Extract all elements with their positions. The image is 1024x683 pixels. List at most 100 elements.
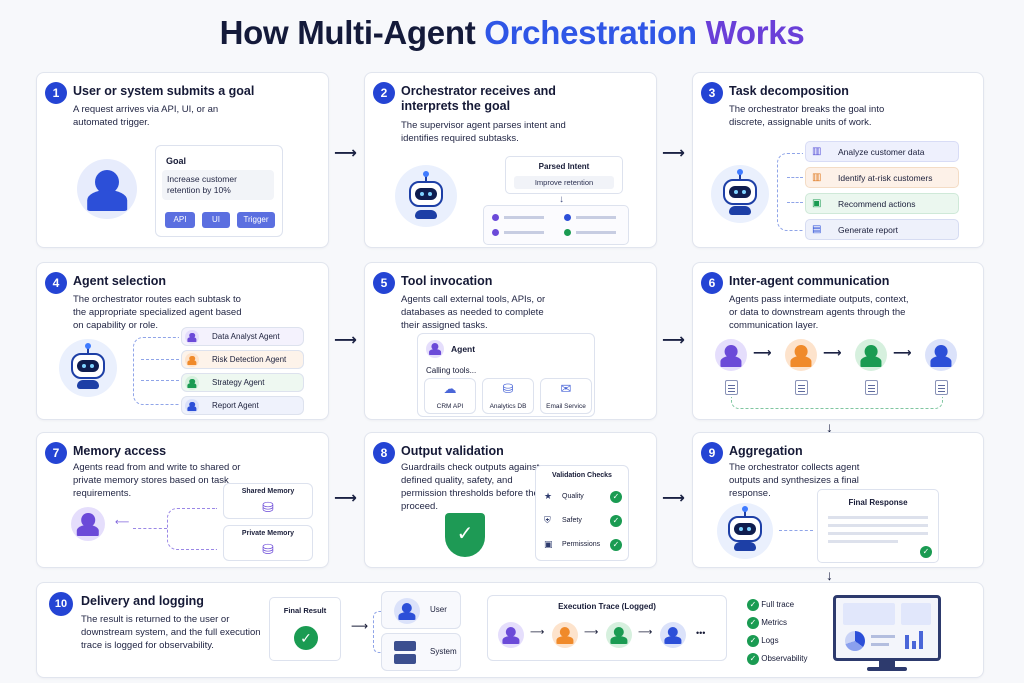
log-item: ✓ Metrics xyxy=(747,617,787,629)
step-title: Agent selection xyxy=(73,274,167,288)
document-icon xyxy=(935,380,948,395)
step-number: 2 xyxy=(373,82,395,104)
agent-avatar-icon xyxy=(715,339,747,371)
arrow-right-icon: ⟶ xyxy=(351,619,369,633)
calling-tools-text: Calling tools... xyxy=(426,366,477,375)
orchestrator-robot-icon xyxy=(59,339,117,397)
private-memory-store[interactable]: Private Memory ⛁ xyxy=(223,525,313,561)
execution-trace-panel: Execution Trace (Logged) ⟶ ⟶ ⟶ ••• xyxy=(487,595,727,661)
step-card-8: 8 Output validation Guardrails check out… xyxy=(364,432,657,568)
check-icon: ✓ xyxy=(747,599,759,611)
step-card-1: 1 User or system submits a goal A reques… xyxy=(36,72,329,248)
tool-panel: Agent Calling tools... ☁ CRM API ⛁ Analy… xyxy=(417,333,595,417)
user-avatar-icon xyxy=(77,159,137,219)
document-icon xyxy=(725,380,738,395)
task-label: Analyze customer data xyxy=(838,147,925,157)
step-number: 9 xyxy=(701,442,723,464)
flow-arrow-icon: ⟶ xyxy=(334,490,357,507)
down-arrow-icon: ↓ xyxy=(826,567,833,583)
step-description: Agents pass intermediate outputs, contex… xyxy=(729,294,909,331)
parsed-intent-value: Improve retention xyxy=(514,176,614,189)
step-title: Delivery and logging xyxy=(81,594,204,608)
agent-avatar-icon xyxy=(498,622,524,648)
memory-label: Shared Memory xyxy=(241,488,295,495)
subtask-grid xyxy=(483,205,629,245)
agent-avatar-icon xyxy=(426,340,444,358)
shared-memory-store[interactable]: Shared Memory ⛁ xyxy=(223,483,313,519)
step-title: User or system submits a goal xyxy=(73,84,255,98)
star-icon: ★ xyxy=(544,491,553,501)
orchestrator-robot-icon xyxy=(395,165,457,227)
check-icon: ✓ xyxy=(610,491,622,503)
check-icon: ✓ xyxy=(610,515,622,527)
check-icon: ✓ xyxy=(747,653,759,665)
task-item: ▤ Generate report xyxy=(805,219,959,240)
down-arrow-icon: ↓ xyxy=(559,194,564,205)
document-icon xyxy=(865,380,878,395)
step-description: Agents read from and write to shared or … xyxy=(73,462,241,499)
step-card-2: 2 Orchestrator receives and interprets t… xyxy=(364,72,657,248)
agent-item[interactable]: Risk Detection Agent xyxy=(181,350,304,369)
check-label: Quality xyxy=(562,493,584,500)
step-description: The orchestrator collects agent outputs … xyxy=(729,462,860,499)
ui-button[interactable]: UI xyxy=(202,212,230,228)
final-result-label: Final Result xyxy=(283,606,327,615)
task-label: Identify at-risk customers xyxy=(838,173,933,183)
agent-avatar-icon xyxy=(185,330,199,344)
down-arrow-icon: ↓ xyxy=(826,419,833,435)
step-description: The result is returned to the user or do… xyxy=(81,614,261,651)
orchestrator-robot-icon xyxy=(717,503,773,559)
orchestrator-robot-icon xyxy=(711,165,769,223)
step-number: 10 xyxy=(49,592,73,616)
agent-label: Risk Detection Agent xyxy=(212,355,287,364)
agent-avatar-icon xyxy=(185,376,199,390)
title-part-1: How Multi-Agent xyxy=(219,14,485,51)
final-result-panel: Final Result ✓ xyxy=(269,597,341,661)
api-button[interactable]: API xyxy=(165,212,195,228)
agent-item[interactable]: Data Analyst Agent xyxy=(181,327,304,346)
flow-arrow-icon: ⟶ xyxy=(334,145,357,162)
title-part-3: Works xyxy=(705,14,805,51)
trace-label: Execution Trace (Logged) xyxy=(558,602,656,611)
step-description: Guardrails check outputs against defined… xyxy=(401,462,544,512)
goal-panel: Goal Increase customer retention by 10% … xyxy=(155,145,283,237)
delivery-target-system[interactable]: System xyxy=(381,633,461,671)
agent-avatar-icon xyxy=(185,353,199,367)
trigger-button[interactable]: Trigger xyxy=(237,212,275,228)
arrow-right-icon: ⟶ xyxy=(753,345,772,360)
step-title: Inter-agent communication xyxy=(729,274,890,288)
step-title: Memory access xyxy=(73,444,167,458)
arrow-right-icon: ⟶ xyxy=(823,345,842,360)
step-card-5: 5 Tool invocation Agents call external t… xyxy=(364,262,657,420)
delivery-target-user[interactable]: User xyxy=(381,591,461,629)
check-icon: ✓ xyxy=(747,635,759,647)
agent-avatar-icon xyxy=(925,339,957,371)
shield-icon: ⛨ xyxy=(544,515,551,525)
target-label: System xyxy=(430,647,457,656)
goal-label: Goal xyxy=(166,156,187,166)
agent-avatar-icon xyxy=(855,339,887,371)
tool-email-service[interactable]: ✉ Email Service xyxy=(540,378,592,414)
log-label: Full trace xyxy=(761,600,795,609)
step-description: The orchestrator breaks the goal into di… xyxy=(729,104,885,128)
step-card-10: 10 Delivery and logging The result is re… xyxy=(36,582,984,678)
step-card-3: 3 Task decomposition The orchestrator br… xyxy=(692,72,984,248)
arrow-right-icon: ⟶ xyxy=(530,627,545,638)
database-icon: ⛁ xyxy=(262,541,274,557)
email-icon: ✉ xyxy=(560,381,572,396)
step-title: Aggregation xyxy=(729,444,803,458)
log-label: Logs xyxy=(761,636,779,645)
log-label: Metrics xyxy=(761,618,788,627)
tool-analytics-db[interactable]: ⛁ Analytics DB xyxy=(482,378,534,414)
agent-avatar-icon xyxy=(660,622,686,648)
step-card-6: 6 Inter-agent communication Agents pass … xyxy=(692,262,984,420)
flow-arrow-icon: ⟶ xyxy=(662,490,685,507)
step-number: 1 xyxy=(45,82,67,104)
user-avatar-icon xyxy=(394,598,420,624)
agent-item[interactable]: Strategy Agent xyxy=(181,373,304,392)
step-description: The orchestrator routes each subtask to … xyxy=(73,294,242,331)
tool-label: Analytics DB xyxy=(489,403,527,410)
agent-item[interactable]: Report Agent xyxy=(181,396,304,415)
validation-title: Validation Checks xyxy=(552,472,612,479)
tool-crm-api[interactable]: ☁ CRM API xyxy=(424,378,476,414)
